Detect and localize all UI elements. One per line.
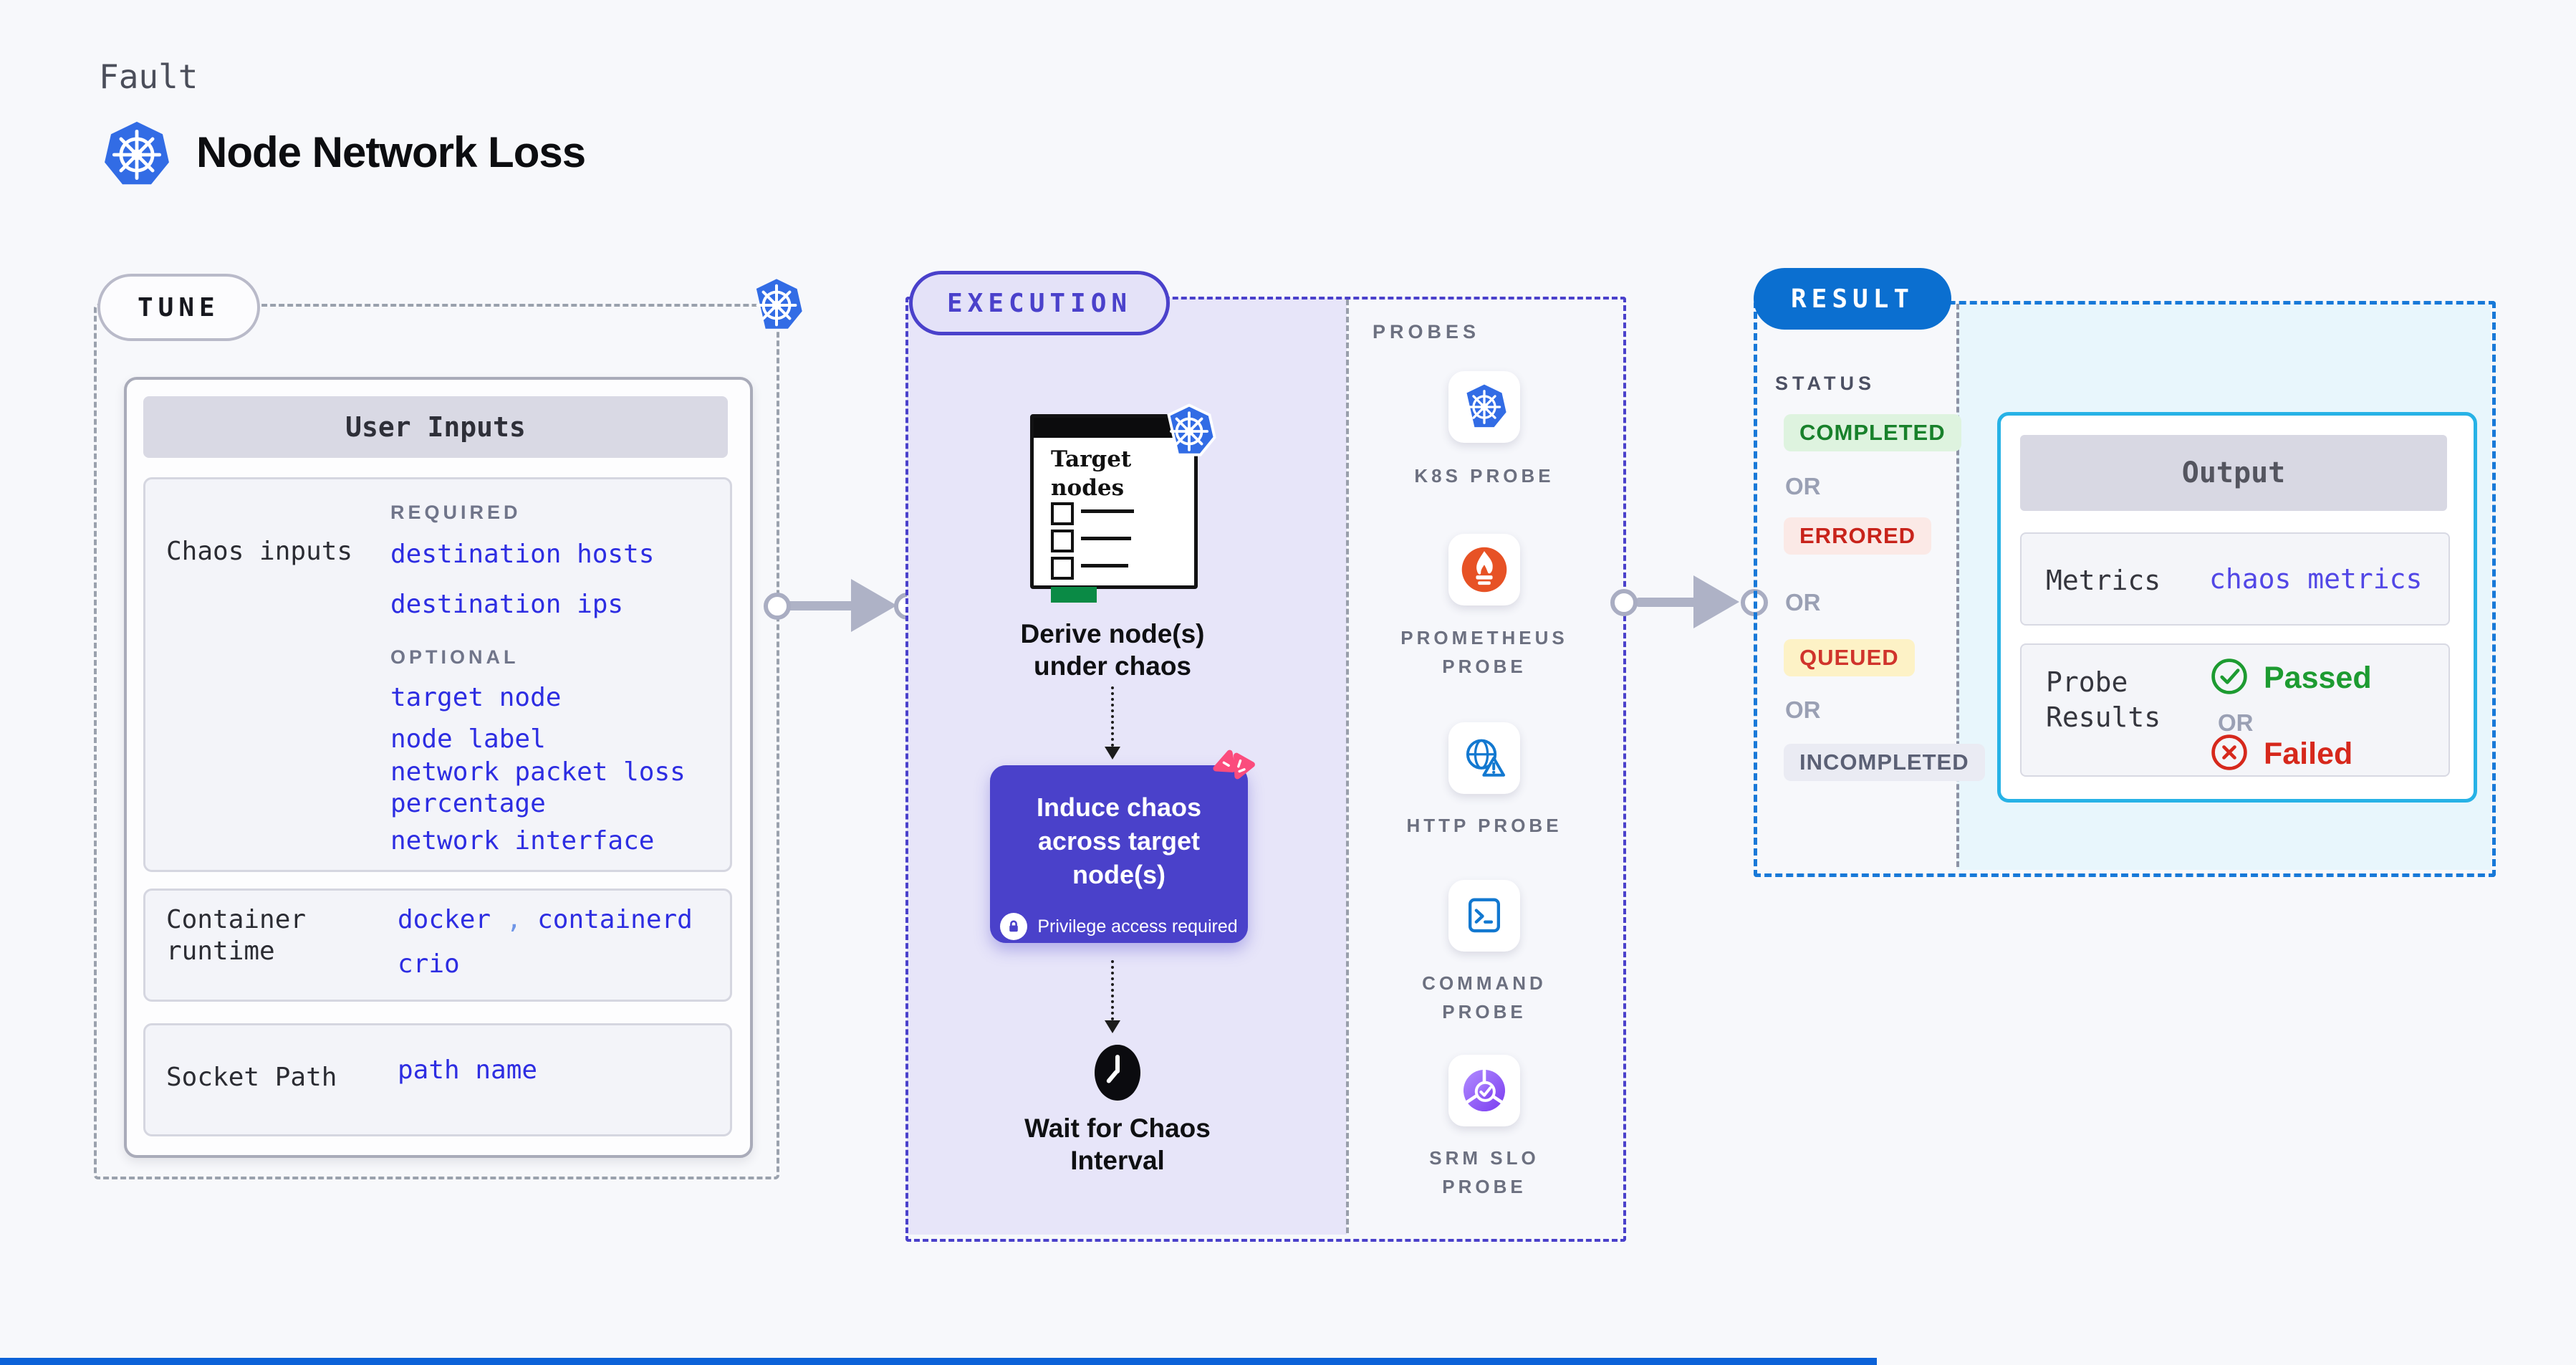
container-runtime-label: Container runtime [166, 905, 307, 966]
clock-icon [1095, 1045, 1140, 1101]
or-separator: OR [2218, 709, 2254, 736]
flow-arrow [782, 601, 857, 610]
privilege-note-row: Privilege access required [990, 913, 1248, 941]
probes-heading: PROBES [1373, 321, 1481, 343]
dotted-connector [1111, 686, 1114, 747]
required-heading: REQUIRED [390, 502, 522, 523]
dotted-connector-head [1105, 1020, 1120, 1033]
fault-eyebrow: Fault [99, 57, 198, 96]
probe-results-label: Probe Results [2046, 666, 2161, 734]
failed-x-icon [2209, 732, 2249, 772]
node-checkbox [1051, 530, 1074, 552]
k8s-probe-card [1448, 371, 1520, 443]
probe-label: PROMETHEUS PROBE [1400, 627, 1568, 678]
target-card-topbar [1034, 418, 1194, 438]
socket-path-value: path name [398, 1055, 538, 1085]
chaos-input-item: destination ips [390, 590, 624, 619]
output-header: Output [2020, 435, 2447, 511]
or-separator: OR [1785, 473, 1821, 499]
dotted-connector-head [1105, 747, 1120, 760]
kubernetes-icon [102, 119, 171, 191]
or-separator: OR [1785, 589, 1821, 616]
litmus-chaos-icon [1209, 741, 1258, 788]
runtime-value: containerd [537, 905, 693, 934]
status-heading: STATUS [1775, 373, 1875, 394]
runtime-separator: , [506, 905, 522, 934]
srm-slo-probe-card [1448, 1055, 1520, 1126]
container-runtime-values: docker , containerd [398, 904, 693, 936]
node-line [1081, 537, 1131, 540]
induce-chaos-box: Induce chaos across target node(s) Privi… [990, 765, 1248, 943]
http-probe-card [1448, 722, 1520, 794]
dotted-connector [1111, 960, 1114, 1020]
kubernetes-icon [1466, 384, 1506, 428]
runtime-value: crio [398, 949, 460, 979]
probes-divider [1346, 300, 1349, 1233]
probe-label: SRM SLO PROBE [1429, 1147, 1539, 1198]
probe-label: K8S PROBE [1414, 465, 1554, 487]
chaos-inputs-row [143, 477, 732, 872]
socket-path-label: Socket Path [166, 1063, 337, 1092]
optional-heading: OPTIONAL [390, 646, 519, 668]
tune-pill: TUNE [97, 274, 260, 341]
probe-results-row [2020, 643, 2450, 777]
chaos-input-item: destination hosts [390, 540, 655, 569]
tune-section-box [94, 304, 779, 1179]
node-line [1081, 509, 1134, 513]
prometheus-icon [1461, 547, 1507, 593]
kubernetes-icon [748, 275, 805, 335]
probe-label: COMMAND PROBE [1422, 972, 1547, 1023]
metrics-row [2020, 532, 2450, 626]
chaos-input-item: network interface [390, 826, 655, 856]
passed-check-icon [2209, 656, 2249, 696]
bottom-accent-bar [0, 1358, 1877, 1365]
result-pill: RESULT [1754, 268, 1952, 330]
lock-icon [1000, 913, 1028, 941]
flow-arrow-head [1693, 575, 1739, 628]
chaos-inputs-label: Chaos inputs [166, 537, 353, 566]
probe-label: HTTP PROBE [1406, 815, 1562, 836]
execution-section-box [905, 297, 1626, 1242]
selection-bar [1051, 587, 1097, 603]
socket-path-row [143, 1023, 732, 1136]
chaos-input-item: network packet loss percentage [390, 757, 686, 818]
failed-label: Failed [2264, 737, 2353, 771]
privilege-note: Privilege access required [1037, 916, 1238, 937]
kubernetes-icon [1162, 403, 1216, 460]
induce-chaos-text: Induce chaos across target node(s) [1036, 792, 1202, 889]
node-line [1081, 564, 1128, 567]
status-divider [1956, 304, 1959, 867]
connector-node [1610, 589, 1638, 616]
node-checkbox [1051, 557, 1074, 580]
status-badge: QUEUED [1784, 639, 1915, 676]
runtime-value: docker [398, 905, 491, 934]
status-badge: ERRORED [1784, 517, 1932, 555]
or-separator: OR [1785, 696, 1821, 723]
target-nodes-card: Target nodes [1030, 414, 1198, 603]
flow-arrow [1635, 598, 1698, 607]
user-inputs-header: User Inputs [143, 396, 728, 458]
prometheus-probe-card [1448, 534, 1520, 605]
chaos-input-item: node label [390, 724, 546, 754]
http-globe-icon [1466, 739, 1506, 777]
slo-gauge-icon [1463, 1068, 1506, 1112]
metrics-label: Metrics [2046, 565, 2161, 596]
metrics-value: chaos metrics [2209, 563, 2423, 595]
command-probe-card [1448, 880, 1520, 952]
container-runtime-row [143, 889, 732, 1002]
node-checkbox [1051, 502, 1074, 525]
passed-label: Passed [2264, 661, 2372, 695]
terminal-icon [1468, 898, 1501, 933]
wait-caption: Wait for Chaos Interval [1024, 1113, 1211, 1176]
status-badge: INCOMPLETED [1784, 744, 1985, 781]
derive-caption: Derive node(s) under chaos [1020, 619, 1205, 681]
execution-pill: EXECUTION [909, 271, 1171, 335]
flow-arrow-head [851, 579, 897, 632]
connector-node [764, 593, 791, 620]
page-title: Node Network Loss [196, 128, 586, 176]
chaos-input-item: target node [390, 683, 562, 712]
result-section-box [1754, 301, 2496, 877]
target-nodes-title: Target nodes [1051, 446, 1132, 502]
status-badge: COMPLETED [1784, 414, 1961, 451]
